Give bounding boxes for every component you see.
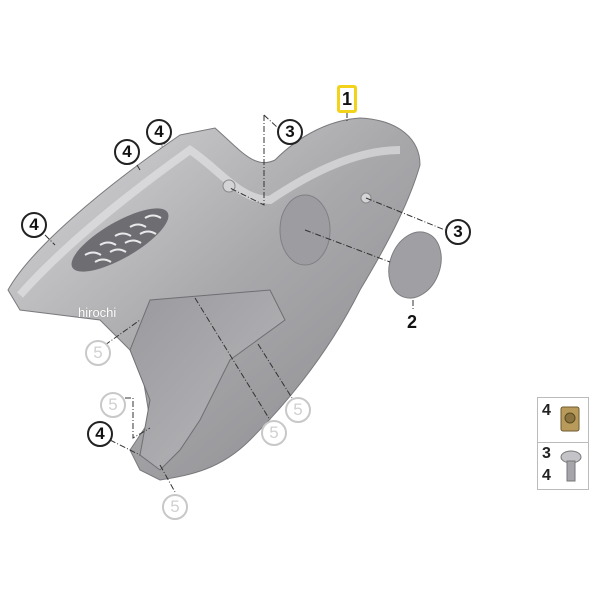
callout-5-a[interactable]: 5 (85, 340, 111, 366)
legend-screw[interactable]: 3 4 (538, 443, 588, 489)
callout-5-c[interactable]: 5 (285, 397, 311, 423)
legend-number: 4 (542, 467, 551, 484)
callout-4-d[interactable]: 4 (87, 421, 113, 447)
main-part-label[interactable]: 1 (337, 85, 357, 113)
callout-4-c[interactable]: 4 (21, 212, 47, 238)
callout-5-e[interactable]: 5 (162, 494, 188, 520)
callout-3-right[interactable]: 3 (445, 219, 471, 245)
watermark-text: hirochi (78, 305, 117, 320)
screw-icon (560, 450, 582, 482)
callout-2[interactable]: 2 (407, 312, 418, 332)
legend-number: 4 (542, 402, 551, 419)
callout-3-top[interactable]: 3 (277, 119, 303, 145)
fastener-legend: 4 3 4 (537, 397, 589, 490)
clip-nut-icon (560, 406, 580, 432)
legend-clip-nut[interactable]: 4 (538, 398, 588, 443)
callout-4-b[interactable]: 4 (114, 139, 140, 165)
cover-cap-part2 (388, 231, 442, 299)
callout-4-a[interactable]: 4 (146, 119, 172, 145)
legend-number: 3 (542, 445, 551, 462)
lower-bracket (129, 289, 286, 471)
vent-grille (71, 208, 169, 272)
callout-5-d[interactable]: 5 (261, 420, 287, 446)
callout-5-b[interactable]: 5 (100, 392, 126, 418)
